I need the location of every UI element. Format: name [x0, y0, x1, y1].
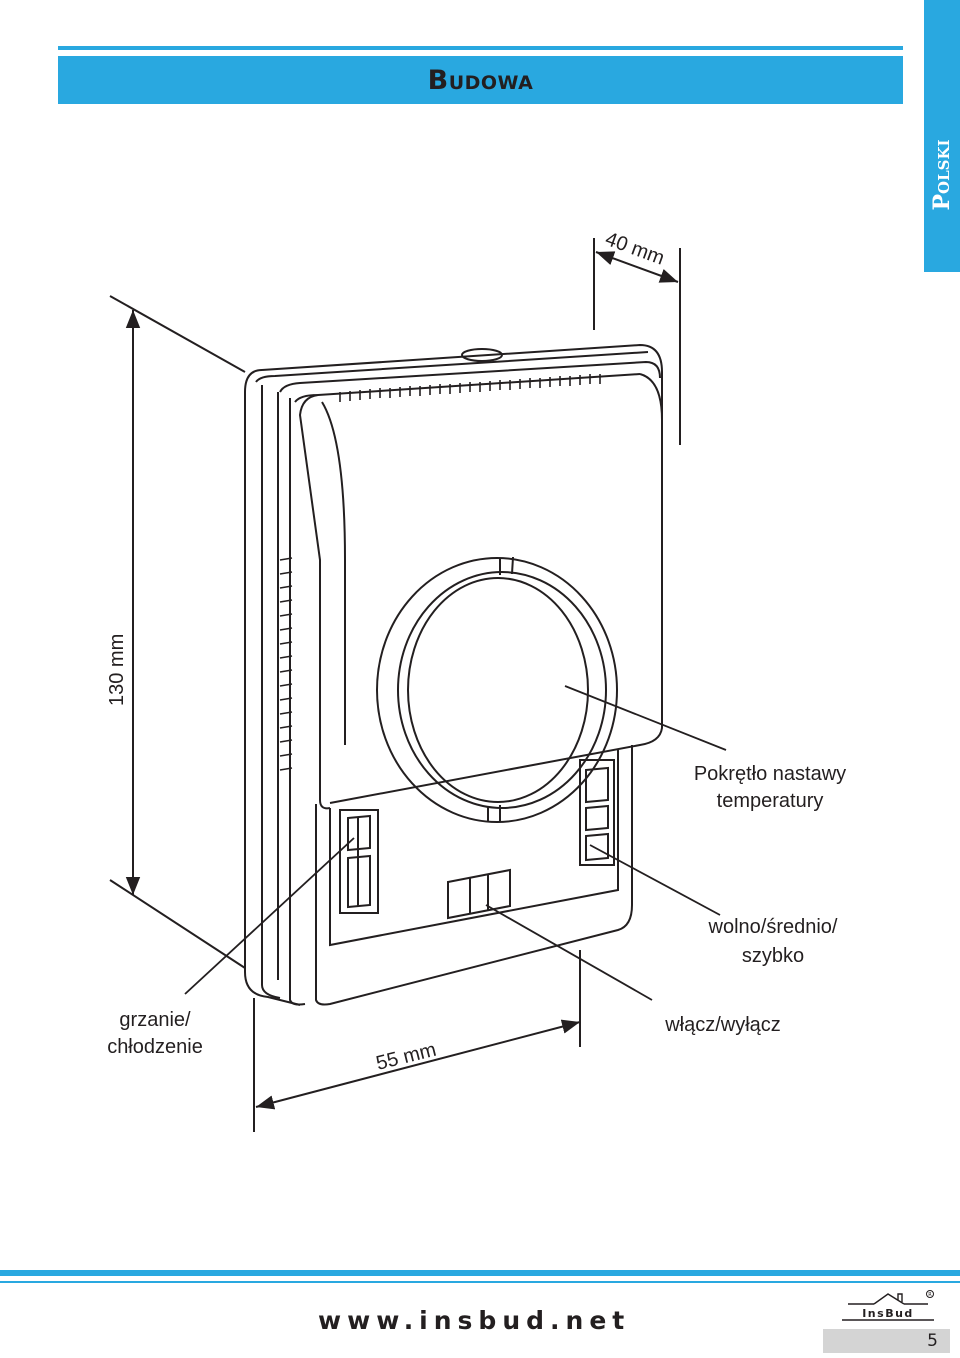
footer-rule — [0, 1270, 960, 1276]
speed-callout-line1: wolno/średnio/ — [708, 916, 838, 938]
footer-rule-thin — [0, 1281, 960, 1283]
logo-wordmark: InsBud — [862, 1307, 914, 1320]
section-header: Budowa — [58, 56, 903, 104]
thermostat-body — [244, 343, 663, 1006]
insbud-logo: R InsBud — [842, 1290, 934, 1321]
svg-text:R: R — [928, 1292, 932, 1298]
height-dimension-label: 130 mm — [106, 634, 128, 706]
speed-callout-line2: szybko — [742, 945, 804, 967]
dimension-lines — [109, 238, 681, 1132]
depth-dimension-label: 40 mm — [602, 228, 667, 270]
mode-callout-line2: chłodzenie — [107, 1036, 203, 1058]
page-number-box: 5 — [823, 1329, 950, 1353]
mode-callout-line1: grzanie/ — [119, 1009, 191, 1031]
page-number: 5 — [927, 1331, 938, 1351]
header-top-rule — [58, 46, 903, 50]
language-tab: Polski — [924, 0, 960, 272]
knob-callout-line2: temperatury — [717, 790, 824, 812]
knob-callout-line1: Pokrętło nastawy — [694, 763, 846, 785]
width-dimension-label: 55 mm — [374, 1039, 439, 1075]
website-link[interactable]: www.insbud.net — [318, 1306, 631, 1335]
callout-leaders — [184, 685, 727, 1001]
power-callout-label: włącz/wyłącz — [664, 1014, 781, 1036]
section-title: Budowa — [427, 64, 534, 96]
